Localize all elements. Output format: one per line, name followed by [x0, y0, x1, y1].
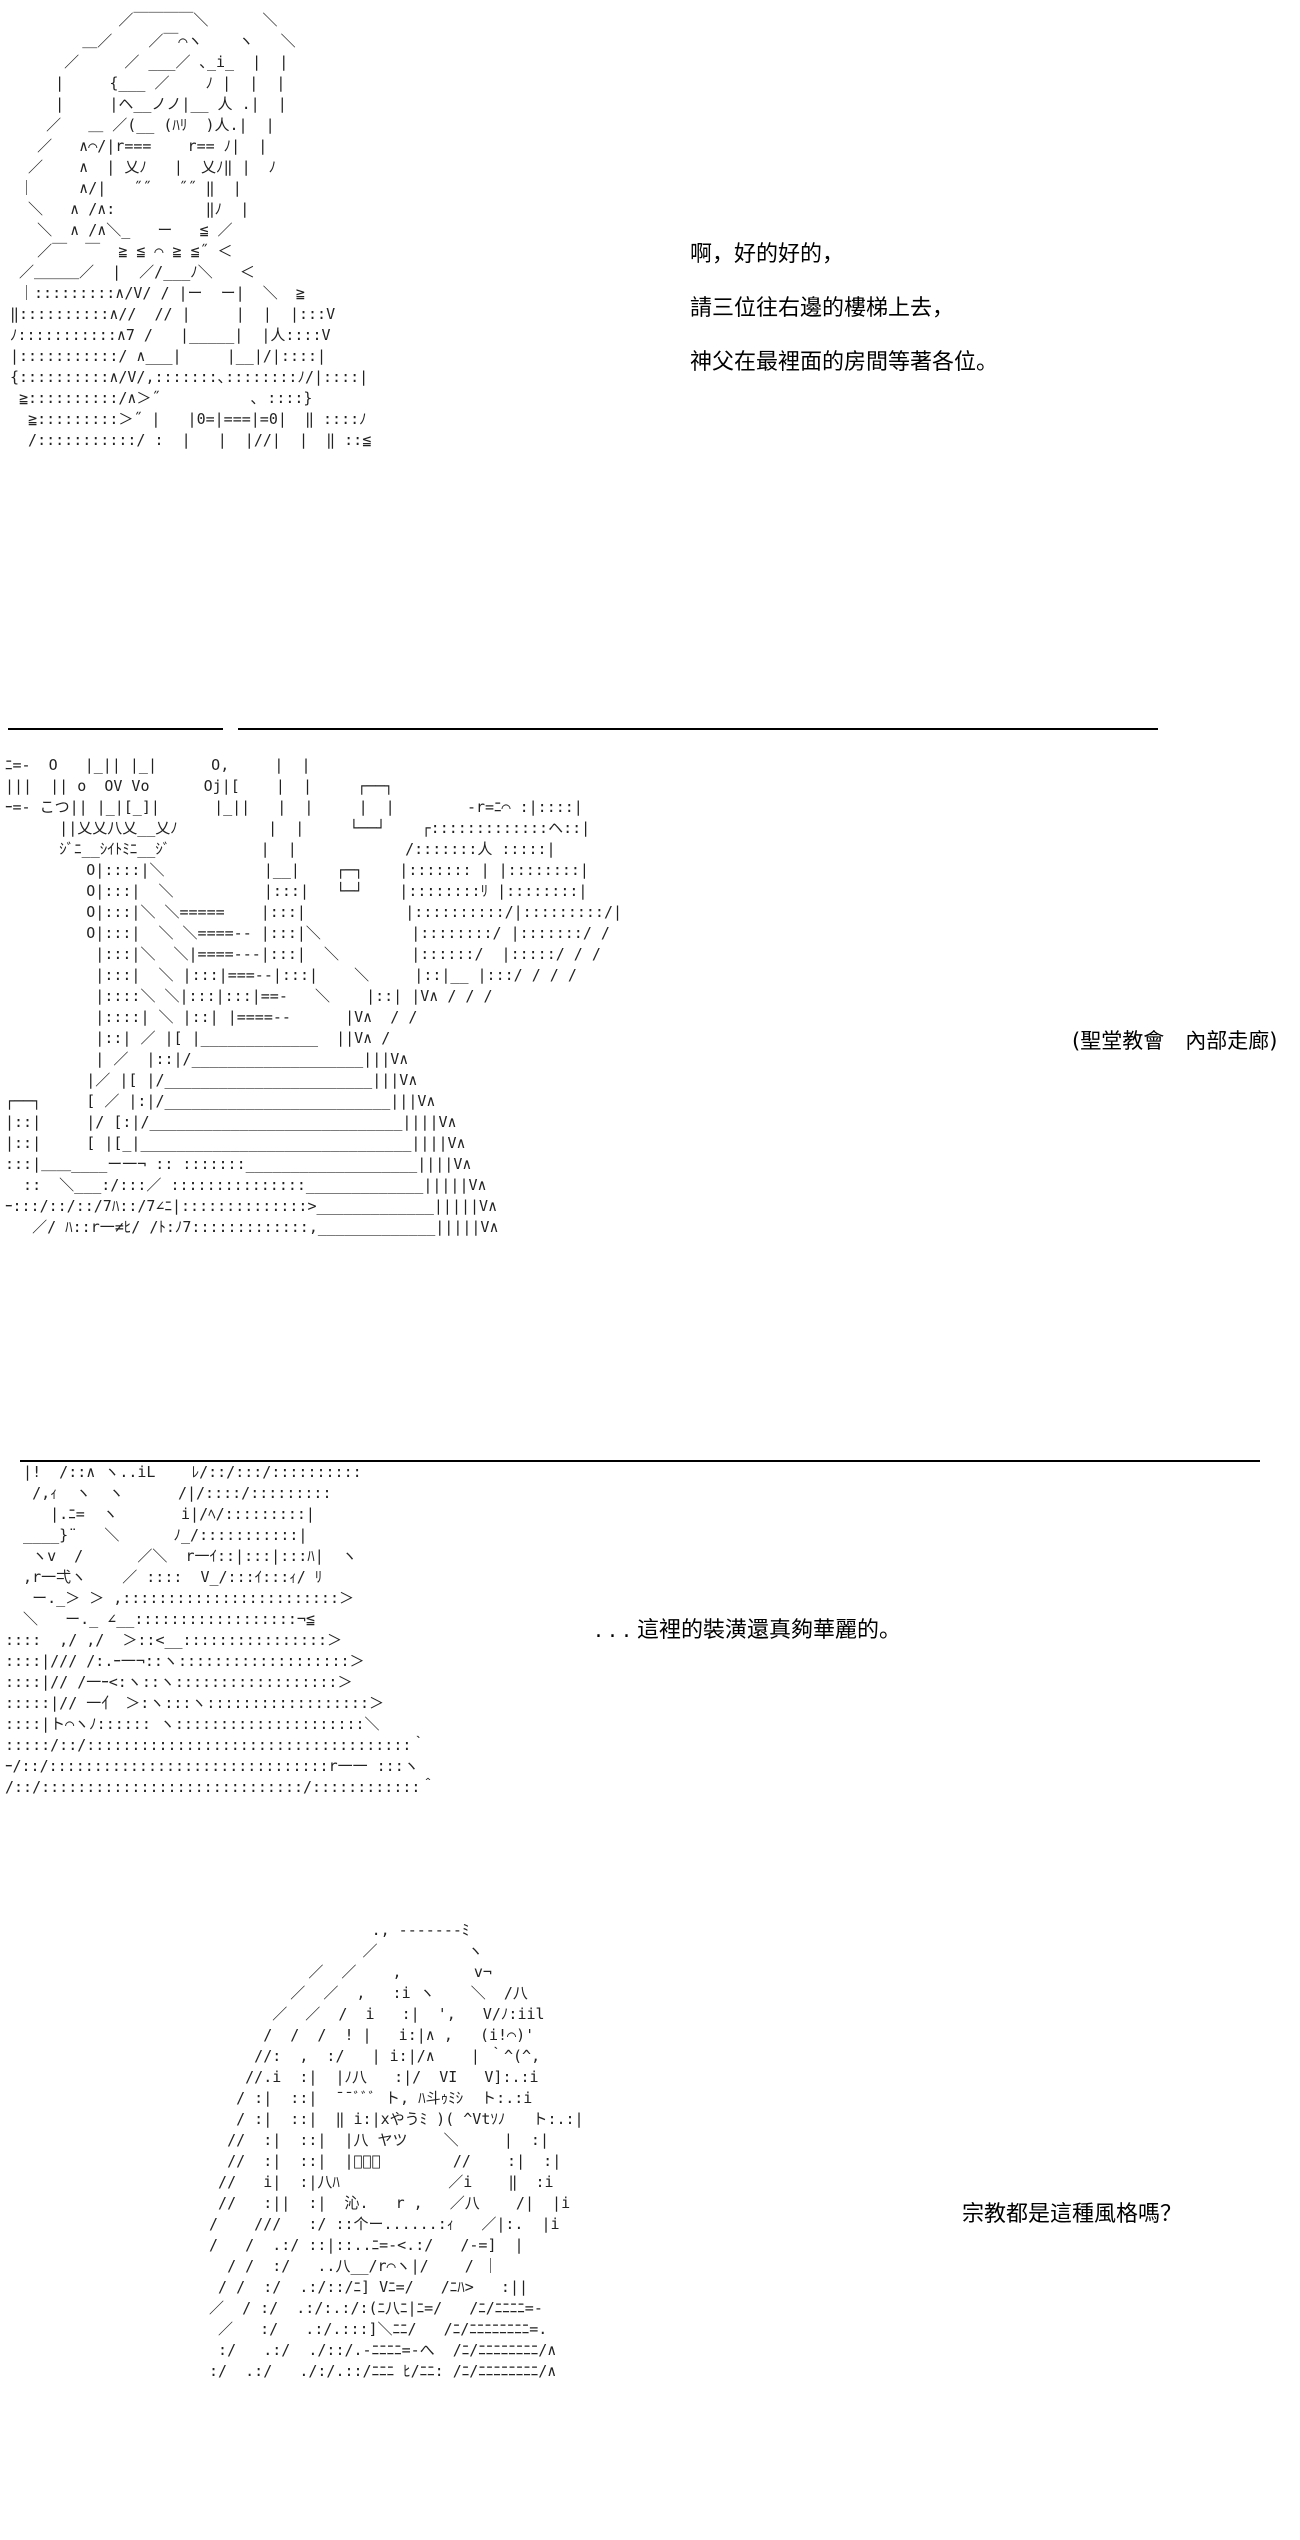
ascii-art-corridor-closeup: |! /::∧ ヽ..iL ﾚ/::/:::/:::::::::: /,ｨ ヽ …: [5, 1463, 436, 1796]
dialogue-line-5: 宗教都是這種風格嗎？: [962, 2202, 1183, 2227]
location-caption: (聖堂教會 內部走廊): [1072, 1029, 1278, 1053]
ascii-art-girl: ., -------ﾐ ／ ヽ ／ ／ , v¬ ／ ／ , :i ヽ ＼ /八…: [209, 1921, 584, 2380]
dialogue-line-4: . . . 這裡的裝潢還真夠華麗的。: [595, 1618, 901, 1643]
panel-divider-1: [8, 728, 223, 730]
ascii-art-staircase: ﾆ=- O |_|| |_| O, | | ||| || o OV Vo Oj|…: [5, 756, 622, 1236]
ascii-art-priest: ／￣￣￣￣＼ ＼ ＿／ ／￣⌒ヽ ヽ ＼ ／ ／ ___／ ､_i_ | | |…: [10, 11, 372, 449]
panel-divider-2: [238, 728, 1158, 730]
panel-1: ／￣￣￣￣＼ ＼ ＿／ ／￣⌒ヽ ヽ ＼ ／ ／ ___／ ､_i_ | | |…: [0, 0, 1300, 720]
dialogue-line-2: 請三位往右邊的樓梯上去，: [690, 296, 955, 321]
panel-2: ﾆ=- O |_|| |_| O, | | ||| || o OV Vo Oj|…: [0, 735, 1300, 1455]
panel-3: |! /::∧ ヽ..iL ﾚ/::/:::/:::::::::: /,ｨ ヽ …: [0, 1462, 1300, 1882]
panel-divider-3: [20, 1460, 1260, 1462]
panel-4: ., -------ﾐ ／ ヽ ／ ／ , v¬ ／ ／ , :i ヽ ＼ /八…: [0, 1900, 1300, 2540]
dialogue-line-1: 啊，好的好的，: [690, 242, 845, 267]
dialogue-line-3: 神父在最裡面的房間等著各位。: [690, 350, 999, 375]
